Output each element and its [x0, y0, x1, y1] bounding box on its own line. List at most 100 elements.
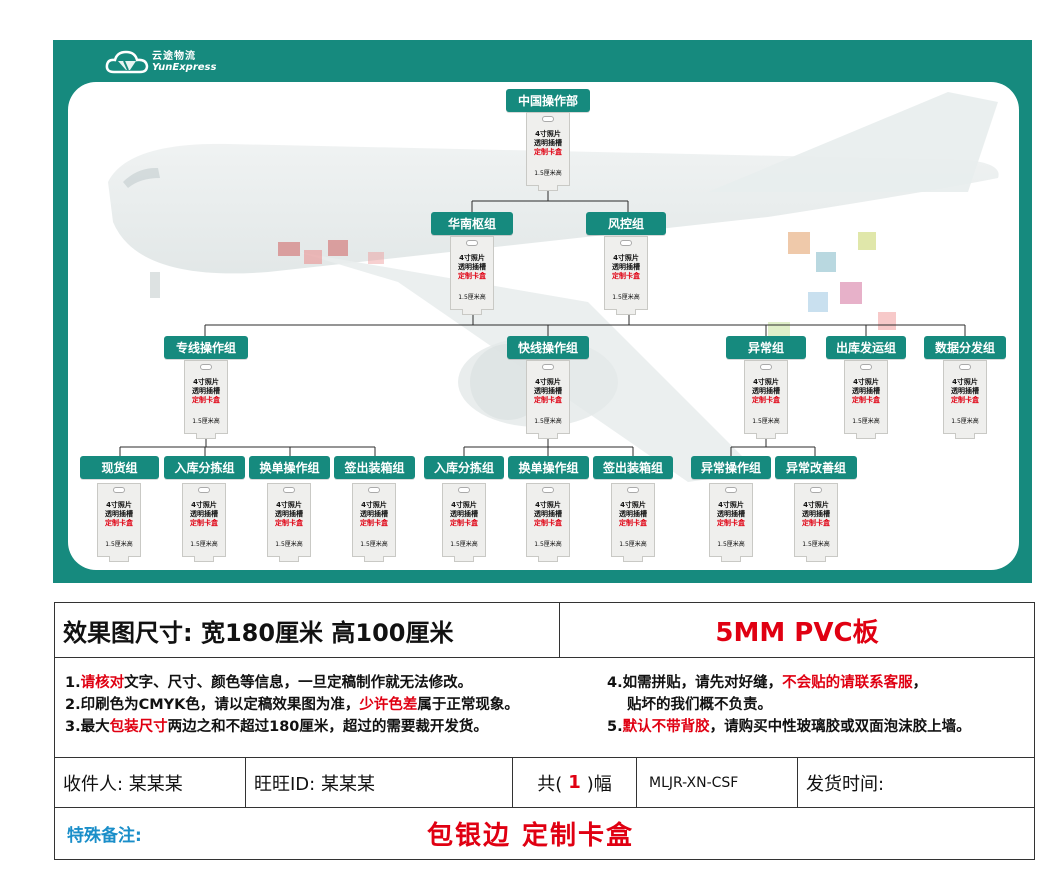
org-node-huandan-1: 换单操作组 — [249, 456, 330, 479]
card-line-3: 定制卡盒 — [852, 396, 880, 404]
org-node-root: 中国操作部 — [506, 89, 590, 112]
org-node-shuju: 数据分发组 — [924, 336, 1006, 359]
photo-card: 4寸照片透明插槽定制卡盒 1.5厘米高 — [611, 483, 655, 562]
card-line-1: 4寸照片 — [361, 501, 387, 509]
card-line-3: 定制卡盒 — [450, 519, 478, 527]
card-line-2: 透明插槽 — [752, 387, 780, 395]
remark-label: 特殊备注: — [67, 826, 142, 846]
card-line-1: 4寸照片 — [193, 378, 219, 386]
card-line-2: 透明插槽 — [802, 510, 830, 518]
brand-name-cn: 云途物流 — [152, 51, 196, 62]
card-line-4: 1.5厘米高 — [717, 541, 745, 548]
card-line-3: 定制卡盒 — [360, 519, 388, 527]
card-line-4: 1.5厘米高 — [534, 418, 562, 425]
card-line-1: 4寸照片 — [451, 501, 477, 509]
spec-row-shipping: 收件人: 某某某 旺旺ID: 某某某 共(1)幅 MLJR-XN-CSF 发货时… — [55, 758, 1034, 808]
card-line-4: 1.5厘米高 — [534, 170, 562, 177]
card-line-2: 透明插槽 — [534, 510, 562, 518]
spec-row-size: 效果图尺寸: 宽180厘米 高100厘米 5MM PVC板 — [55, 603, 1034, 658]
org-node-xianhuo: 现货组 — [80, 456, 159, 479]
card-line-1: 4寸照片 — [459, 254, 485, 262]
card-line-1: 4寸照片 — [620, 501, 646, 509]
card-line-4: 1.5厘米高 — [450, 541, 478, 548]
brand-name-en: YunExpress — [152, 62, 217, 73]
card-line-3: 定制卡盒 — [192, 396, 220, 404]
note-5: 5.默认不带背胶，请购买中性玻璃胶或双面泡沫胶上墙。 — [607, 719, 971, 735]
spec-row-notes: 1.请核对文字、尺寸、颜色等信息，一旦定稿制作就无法修改。 2.印刷色为CMYK… — [55, 658, 1034, 758]
card-line-2: 透明插槽 — [619, 510, 647, 518]
card-line-1: 4寸照片 — [613, 254, 639, 262]
card-line-3: 定制卡盒 — [458, 272, 486, 280]
org-node-yichang-gaishan: 异常改善组 — [775, 456, 857, 479]
org-node-chuku: 出库发运组 — [826, 336, 906, 359]
card-line-4: 1.5厘米高 — [192, 418, 220, 425]
note-3: 3.最大包装尺寸两边之和不超过180厘米，超过的需要裁开发货。 — [65, 719, 488, 735]
org-node-ruku-1: 入库分拣组 — [164, 456, 245, 479]
photo-card: 4寸照片透明插槽定制卡盒 1.5厘米高 — [352, 483, 396, 562]
card-line-2: 透明插槽 — [852, 387, 880, 395]
card-line-1: 4寸照片 — [535, 501, 561, 509]
card-line-3: 定制卡盒 — [275, 519, 303, 527]
ship-time: 发货时间: — [806, 773, 885, 795]
order-spec-table: 效果图尺寸: 宽180厘米 高100厘米 5MM PVC板 1.请核对文字、尺寸… — [54, 602, 1035, 860]
card-line-2: 透明插槽 — [190, 510, 218, 518]
card-line-3: 定制卡盒 — [534, 396, 562, 404]
photo-card: 4寸照片透明插槽定制卡盒 1.5厘米高 — [442, 483, 486, 562]
card-line-1: 4寸照片 — [952, 378, 978, 386]
photo-card: 4寸照片透明插槽定制卡盒 1.5厘米高 — [604, 236, 648, 315]
card-line-2: 透明插槽 — [612, 263, 640, 271]
card-line-1: 4寸照片 — [718, 501, 744, 509]
org-node-huanan: 华南枢组 — [431, 212, 513, 235]
card-line-4: 1.5厘米高 — [852, 418, 880, 425]
size-spec: 效果图尺寸: 宽180厘米 高100厘米 — [55, 603, 560, 657]
org-node-kuaixian: 快线操作组 — [507, 336, 589, 359]
card-line-2: 透明插槽 — [192, 387, 220, 395]
card-line-3: 定制卡盒 — [190, 519, 218, 527]
card-line-2: 透明插槽 — [717, 510, 745, 518]
card-line-4: 1.5厘米高 — [105, 541, 133, 548]
card-line-3: 定制卡盒 — [717, 519, 745, 527]
card-line-4: 1.5厘米高 — [619, 541, 647, 548]
card-line-2: 透明插槽 — [458, 263, 486, 271]
card-line-4: 1.5厘米高 — [275, 541, 303, 548]
card-line-4: 1.5厘米高 — [612, 294, 640, 301]
photo-card: 4寸照片透明插槽定制卡盒 1.5厘米高 — [184, 360, 228, 439]
card-line-2: 透明插槽 — [360, 510, 388, 518]
spec-row-remark: 特殊备注: 包银边 定制卡盒 — [55, 808, 1034, 859]
card-line-3: 定制卡盒 — [612, 272, 640, 280]
org-node-fengkong: 风控组 — [586, 212, 666, 235]
card-line-2: 透明插槽 — [450, 510, 478, 518]
org-node-yichang-caozuo: 异常操作组 — [691, 456, 771, 479]
card-line-2: 透明插槽 — [951, 387, 979, 395]
card-line-3: 定制卡盒 — [752, 396, 780, 404]
panel-count: 共(1)幅 — [513, 758, 637, 807]
card-line-2: 透明插槽 — [275, 510, 303, 518]
photo-card: 4寸照片透明插槽定制卡盒 1.5厘米高 — [526, 360, 570, 439]
remark-value: 包银边 定制卡盒 — [427, 821, 635, 851]
wangwang-id: 旺旺ID: 某某某 — [246, 758, 513, 807]
card-line-1: 4寸照片 — [535, 378, 561, 386]
receiver: 收件人: 某某某 — [55, 758, 246, 807]
notes-right: 4.如需拼贴，请先对好缝，不会贴的请联系客服， 贴坏的我们概不负责。 5.默认不… — [607, 672, 971, 738]
card-line-4: 1.5厘米高 — [534, 541, 562, 548]
card-line-3: 定制卡盒 — [534, 148, 562, 156]
notes-left: 1.请核对文字、尺寸、颜色等信息，一旦定稿制作就无法修改。 2.印刷色为CMYK… — [65, 672, 519, 738]
card-line-3: 定制卡盒 — [619, 519, 647, 527]
org-node-zhuanxian: 专线操作组 — [164, 336, 248, 359]
org-node-ruku-2: 入库分拣组 — [424, 456, 504, 479]
card-line-2: 透明插槽 — [534, 139, 562, 147]
org-node-huandan-2: 换单操作组 — [508, 456, 589, 479]
card-line-4: 1.5厘米高 — [458, 294, 486, 301]
card-line-2: 透明插槽 — [534, 387, 562, 395]
photo-card: 4寸照片透明插槽定制卡盒 1.5厘米高 — [709, 483, 753, 562]
card-line-4: 1.5厘米高 — [360, 541, 388, 548]
card-line-4: 1.5厘米高 — [951, 418, 979, 425]
photo-card: 4寸照片透明插槽定制卡盒 1.5厘米高 — [450, 236, 494, 315]
